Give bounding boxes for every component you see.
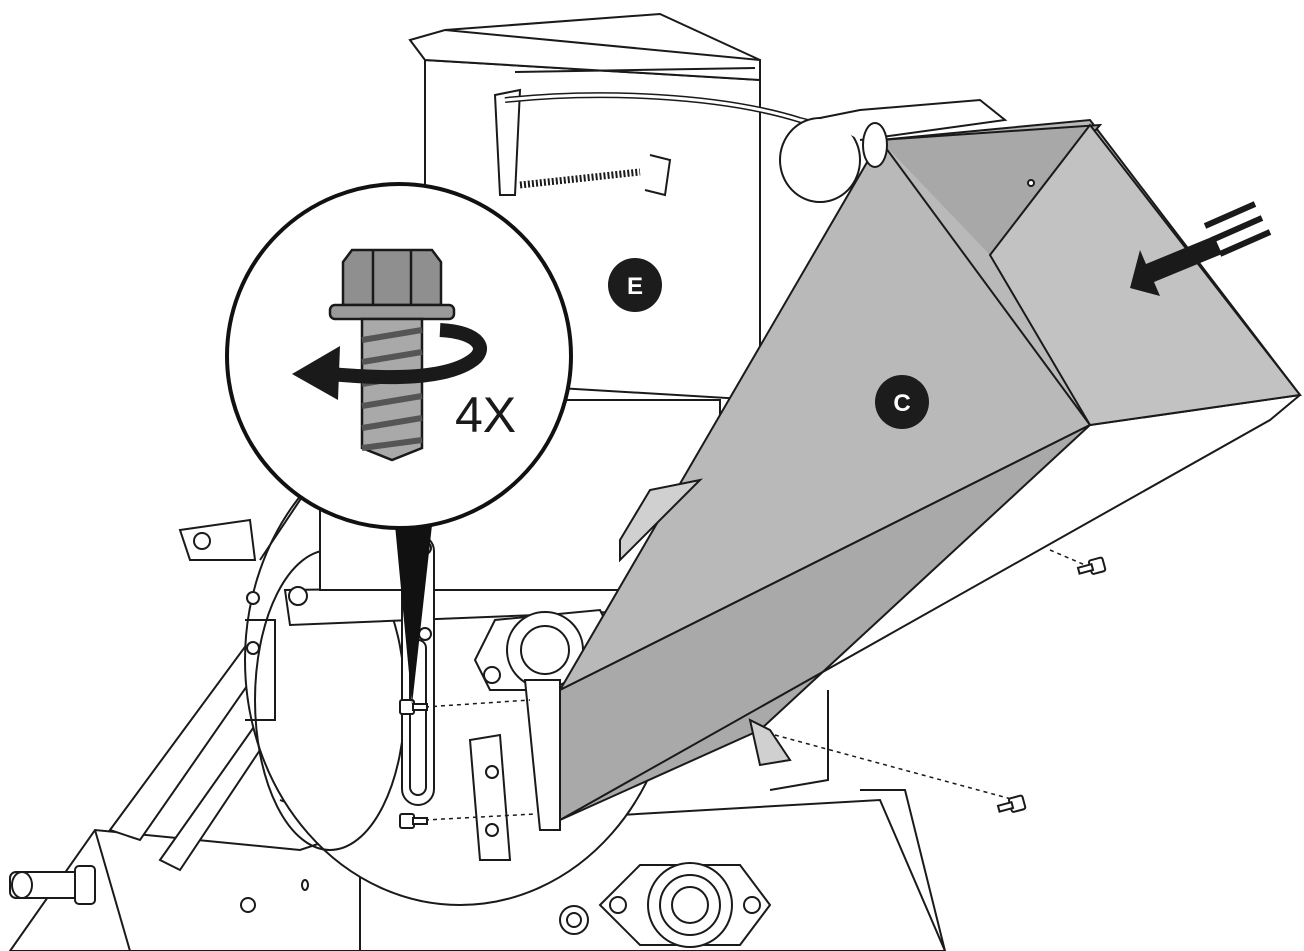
callout-label-e: E xyxy=(627,273,643,300)
hex-flange-bolt-icon xyxy=(399,556,1107,829)
tow-pin xyxy=(9,865,96,905)
counterclockwise-arrow-icon xyxy=(292,323,487,400)
bolt-callout-lines xyxy=(424,549,1086,821)
callout-badge-e: E xyxy=(608,258,662,312)
tension-spring xyxy=(493,88,672,197)
side-bracket xyxy=(468,690,829,861)
quantity-label: 4X xyxy=(455,387,516,443)
arrow-left-icon xyxy=(1130,201,1272,296)
discharge-chute xyxy=(523,98,1302,831)
callout-badge-c: C xyxy=(875,375,929,429)
lower-bearing xyxy=(559,862,772,948)
callout-label-c: C xyxy=(893,390,910,417)
detail-magnifier: 4X xyxy=(225,182,573,705)
